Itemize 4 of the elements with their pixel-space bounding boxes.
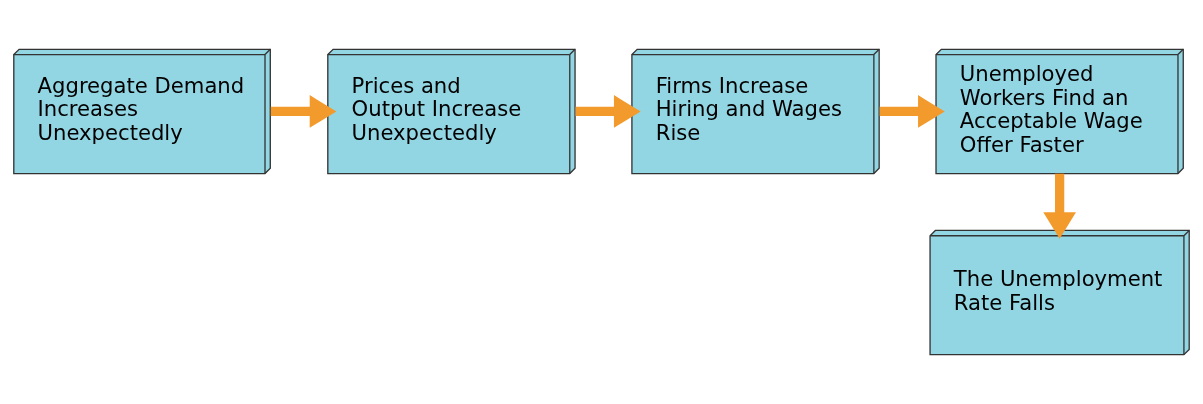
arrow	[879, 95, 945, 128]
arrow	[270, 95, 337, 128]
arrow	[1043, 173, 1076, 239]
arrow	[575, 95, 641, 128]
